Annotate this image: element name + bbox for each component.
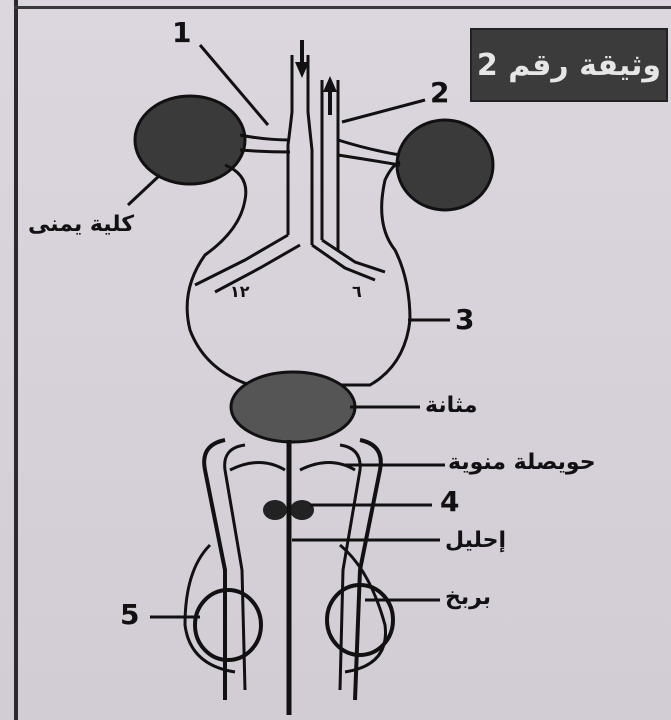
outer-duct-left-2 [225, 445, 245, 690]
prostate-left [263, 500, 287, 520]
label-scrotum: بربخ [445, 585, 491, 610]
label-mark-left: ١٢ [230, 282, 250, 301]
label-urethra: إحليل [445, 528, 506, 553]
prostate-right [290, 500, 314, 520]
left-renal-vessel-2 [338, 155, 400, 165]
aorta [288, 55, 292, 235]
right-renal-vessel [240, 135, 290, 140]
leader-right-kidney [128, 175, 160, 205]
left-renal-vessel [338, 140, 400, 155]
label-4: 4 [440, 485, 459, 518]
iliac-right-2 [322, 240, 385, 272]
label-seminal-vesicle: حويصلة منوية [448, 450, 596, 475]
left-kidney-shape [397, 120, 493, 210]
label-1: 1 [172, 16, 191, 49]
right-kidney-shape [135, 96, 245, 184]
testis-left [195, 590, 261, 660]
right-renal-vessel-2 [240, 150, 290, 152]
label-bladder: مثانة [425, 393, 477, 418]
leader-2 [342, 100, 425, 122]
aorta-right-wall [308, 55, 312, 245]
label-3: 3 [455, 303, 474, 336]
label-5: 5 [120, 598, 139, 631]
label-mark-right: ٦ [352, 282, 362, 301]
seminal-vesicle-left [230, 463, 285, 471]
label-right-kidney: كلية يمنى [28, 212, 134, 237]
label-2: 2 [430, 76, 449, 109]
bladder-shape [231, 372, 355, 442]
iliac-right [312, 245, 375, 280]
